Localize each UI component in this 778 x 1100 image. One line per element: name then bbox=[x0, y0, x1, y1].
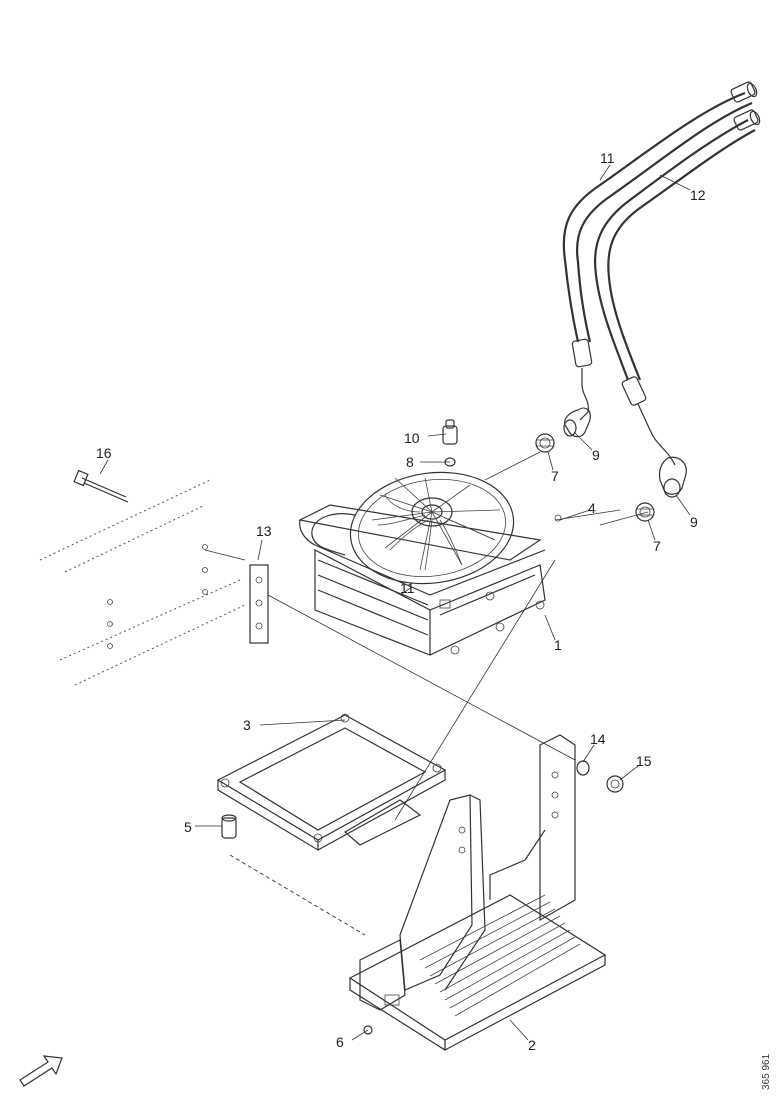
nut-15 bbox=[606, 775, 624, 793]
temperature-sensor bbox=[442, 419, 458, 467]
mounting-bracket-13 bbox=[107, 544, 269, 649]
washer-14 bbox=[576, 760, 590, 776]
label-9-lower: 9 bbox=[690, 514, 698, 530]
label-1: 1 bbox=[554, 637, 562, 653]
rubber-mount-5 bbox=[221, 814, 237, 839]
label-11-unit: 11 bbox=[400, 580, 415, 596]
elbow-fitting-lower bbox=[658, 456, 687, 498]
label-3: 3 bbox=[243, 717, 251, 733]
support-bracket-2 bbox=[348, 734, 607, 1052]
mounting-plate-3 bbox=[216, 713, 447, 852]
elbow-fitting-upper bbox=[563, 407, 591, 438]
label-7-lower: 7 bbox=[653, 538, 661, 554]
hose-assembly bbox=[562, 81, 761, 466]
oil-cooler-unit bbox=[298, 471, 562, 656]
label-2: 2 bbox=[528, 1037, 536, 1053]
direction-arrow-icon bbox=[19, 1055, 63, 1087]
label-11-hose: 11 bbox=[600, 150, 615, 166]
label-16: 16 bbox=[96, 445, 112, 461]
nut-upper bbox=[535, 433, 555, 453]
label-12: 12 bbox=[690, 187, 706, 203]
label-leaders bbox=[99, 164, 691, 1041]
label-13: 13 bbox=[256, 523, 272, 539]
label-7-upper: 7 bbox=[551, 468, 559, 484]
label-8: 8 bbox=[406, 454, 414, 470]
reference-code: 365 961 bbox=[761, 1053, 772, 1090]
label-6: 6 bbox=[336, 1034, 344, 1050]
vehicle-frame-outline bbox=[39, 479, 246, 686]
assembly-lines bbox=[204, 451, 649, 936]
label-15: 15 bbox=[636, 753, 652, 769]
label-14: 14 bbox=[590, 731, 606, 747]
part-labels: 1 2 3 4 5 6 7 7 8 9 9 10 11 11 12 13 14 … bbox=[96, 150, 706, 1053]
label-4: 4 bbox=[588, 500, 596, 516]
label-5: 5 bbox=[184, 819, 192, 835]
label-10: 10 bbox=[404, 430, 420, 446]
label-9-upper: 9 bbox=[592, 447, 600, 463]
nut-lower bbox=[635, 502, 655, 522]
bolt-16 bbox=[73, 469, 129, 503]
